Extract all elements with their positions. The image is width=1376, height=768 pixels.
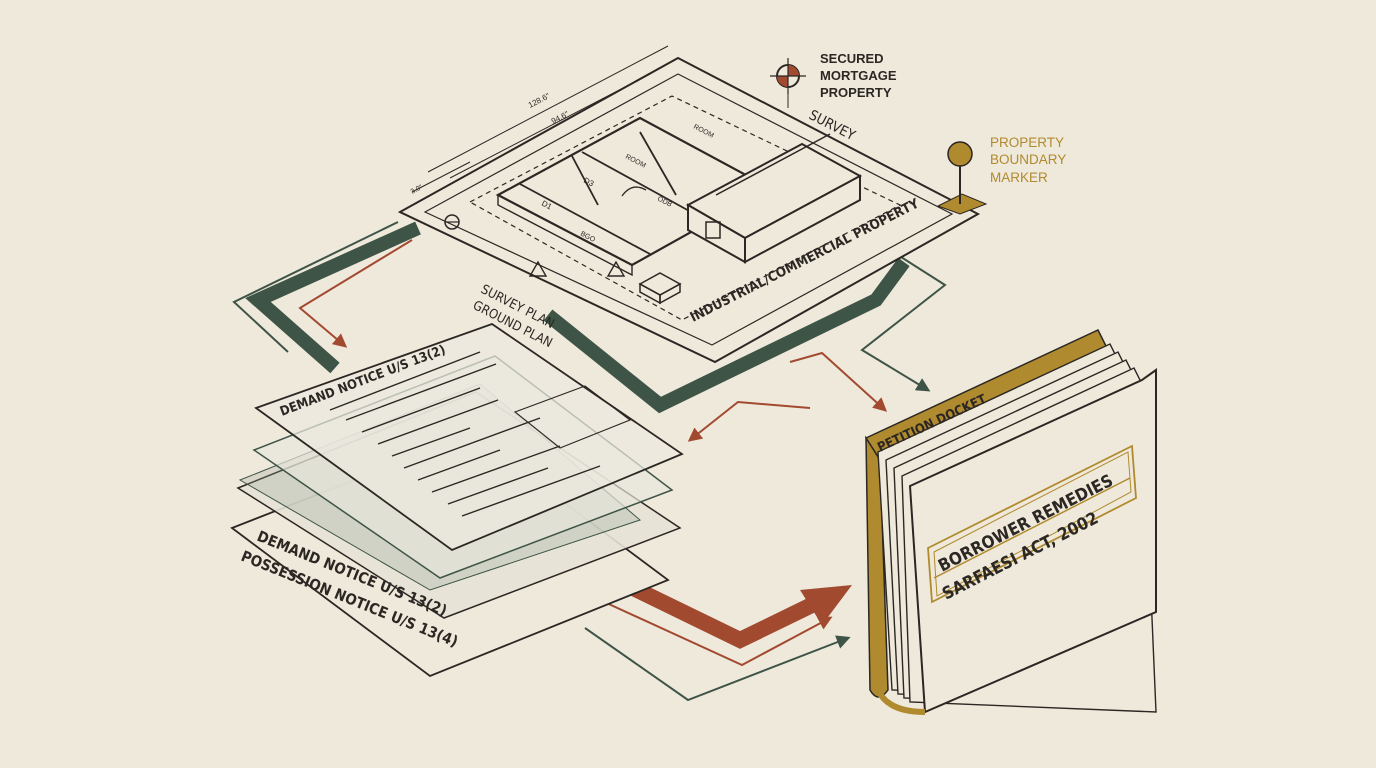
- dim-small-label: 3.0": [410, 184, 425, 196]
- room-wall-3: [581, 151, 703, 219]
- room-wall-1: [519, 183, 651, 255]
- warehouse-building: [685, 133, 863, 264]
- marker-base: [936, 193, 988, 215]
- thin-rust-flow-4: [599, 599, 833, 667]
- top-notice-sheet: [254, 322, 684, 552]
- thin-green-flow-1: [232, 221, 399, 353]
- secured-label-line-2: MORTGAGE: [820, 68, 897, 83]
- door-swing: [621, 186, 647, 197]
- secured-label-line-1: SECURED: [820, 51, 884, 66]
- petition-docket-folder: PETITION DOCKET BORROWER REMEDIES SARFAE…: [864, 329, 1157, 715]
- north-arrow-icon-2: [606, 260, 626, 277]
- thin-green-flow-2: [860, 249, 947, 392]
- thin-rust-flow-3: [687, 400, 811, 442]
- thick-green-flow: [245, 221, 910, 414]
- boundary-label-line-2: BOUNDARY: [990, 152, 1066, 167]
- survey-plan-sheet: SURVEY INDUSTRIAL/COMMERCIAL PROPERTY SU…: [397, 45, 981, 364]
- building-block-1-depth: [497, 193, 633, 277]
- secured-label-line-3: PROPERTY: [820, 85, 892, 100]
- plot-boundary-dashed: [468, 95, 902, 321]
- north-arrow-icon: [528, 260, 548, 277]
- room-wall-4: [639, 131, 677, 196]
- thick-rust-arrow-head: [800, 585, 852, 625]
- room-label-d1: D1: [540, 199, 554, 212]
- secured-mortgage-callout: SECURED MORTGAGE PROPERTY: [770, 51, 897, 108]
- folder-front: [908, 368, 1157, 714]
- boundary-marker-callout: PROPERTY BOUNDARY MARKER: [936, 135, 1066, 215]
- boundary-label-line-1: PROPERTY: [990, 135, 1064, 150]
- room-wall-2: [571, 155, 599, 206]
- notice-text-lines: [329, 351, 601, 517]
- plan-sheet-inner: [423, 73, 954, 346]
- notice-sheets-stack: DEMAND NOTICE U/S 13(2) DEMAND NOTICE U/…: [230, 322, 684, 678]
- thin-green-flow-3: [584, 627, 851, 702]
- pin-icon: [947, 141, 973, 167]
- notice-text-box: [513, 385, 632, 449]
- thin-rust-flow-2: [789, 351, 888, 412]
- dim-line-inner: [449, 73, 651, 179]
- folder-label-box: [927, 444, 1137, 604]
- dim-outer-label: 128.6": [527, 91, 552, 109]
- room-label-d3: D3: [582, 176, 596, 189]
- thin-rust-flow-1: [298, 239, 413, 348]
- boundary-label-line-3: MARKER: [990, 170, 1048, 185]
- dim-line-outer: [427, 45, 669, 173]
